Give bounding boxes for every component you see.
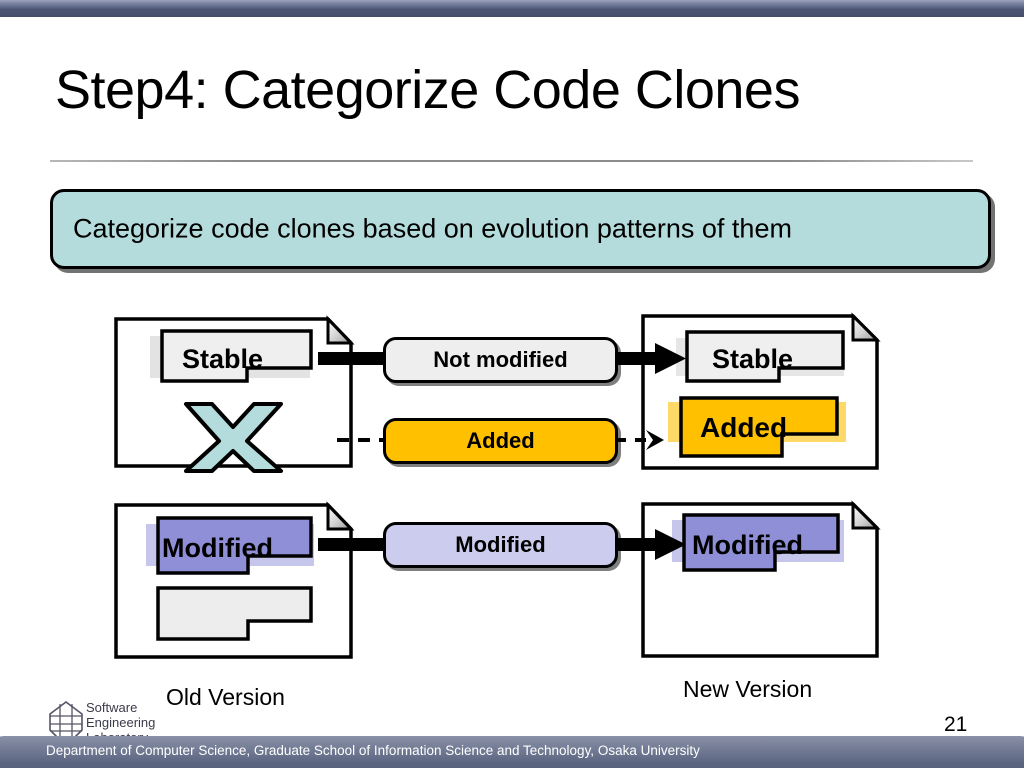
new-version-document-bottom: Modified [641,500,881,658]
page-title: Step4: Categorize Code Clones [55,60,800,120]
title-divider [50,160,973,162]
page-number: 21 [944,713,968,736]
code-block-empty [156,586,313,641]
connector-line [613,352,661,365]
old-version-document-top: Stable [114,315,355,473]
connector-label-text: Added [466,428,535,453]
code-block-shadow [668,402,846,442]
logo-line-1: Software [86,700,138,715]
code-block-shadow [150,336,310,378]
code-block-label: Added [700,412,787,443]
connector-label-modified[interactable]: Modified [383,522,618,568]
old-doc-top-page [114,317,353,468]
callout-box: Categorize code clones based on evolutio… [50,189,991,269]
arrowhead-icon [655,529,686,560]
code-block-modified [156,516,313,575]
code-block-stable [685,330,845,383]
arrowhead-icon [655,343,686,374]
code-block-label: Stable [712,344,793,374]
new-version-caption: New Version [683,676,813,702]
old-doc-bottom-page [114,503,353,659]
new-doc-top-page [641,314,879,470]
arrowhead-open-icon [646,430,664,450]
connector-label-text: Not modified [433,347,568,372]
page-fold-corner-icon [851,500,881,530]
code-block-label: Modified [692,530,803,560]
logo-line-2: Engineering [86,715,156,730]
code-block-shadow [672,520,844,562]
code-block-added [679,396,839,458]
old-version-caption: Old Version [166,684,285,710]
new-doc-bottom-page [641,502,879,658]
new-version-document-top: Stable Added [641,312,881,470]
connector-line [613,538,661,551]
connector-line [318,352,388,365]
page-fold-corner-icon [326,315,355,345]
connector-line [318,538,388,551]
slide-header-bar [0,0,1024,17]
code-block-modified [682,513,840,572]
code-block-shadow [146,524,314,566]
connector-label-text: Modified [455,532,546,557]
code-block-label: Modified [162,533,273,563]
code-block-shadow [676,338,844,376]
code-block-stable [160,329,313,383]
page-fold-corner-icon [326,501,355,531]
code-block-label: Stable [182,344,263,374]
footer-text: Department of Computer Science, Graduate… [46,743,700,758]
connector-label-added[interactable]: Added [383,418,618,464]
footer-band [0,736,1024,768]
slide-footer: Department of Computer Science, Graduate… [0,736,1024,768]
callout-text: Categorize code clones based on evolutio… [73,213,792,244]
page-fold-corner-icon [851,312,881,342]
x-mark-icon [184,402,283,473]
connector-label-not-modified[interactable]: Not modified [383,337,618,383]
old-version-document-bottom: Modified [114,501,355,659]
